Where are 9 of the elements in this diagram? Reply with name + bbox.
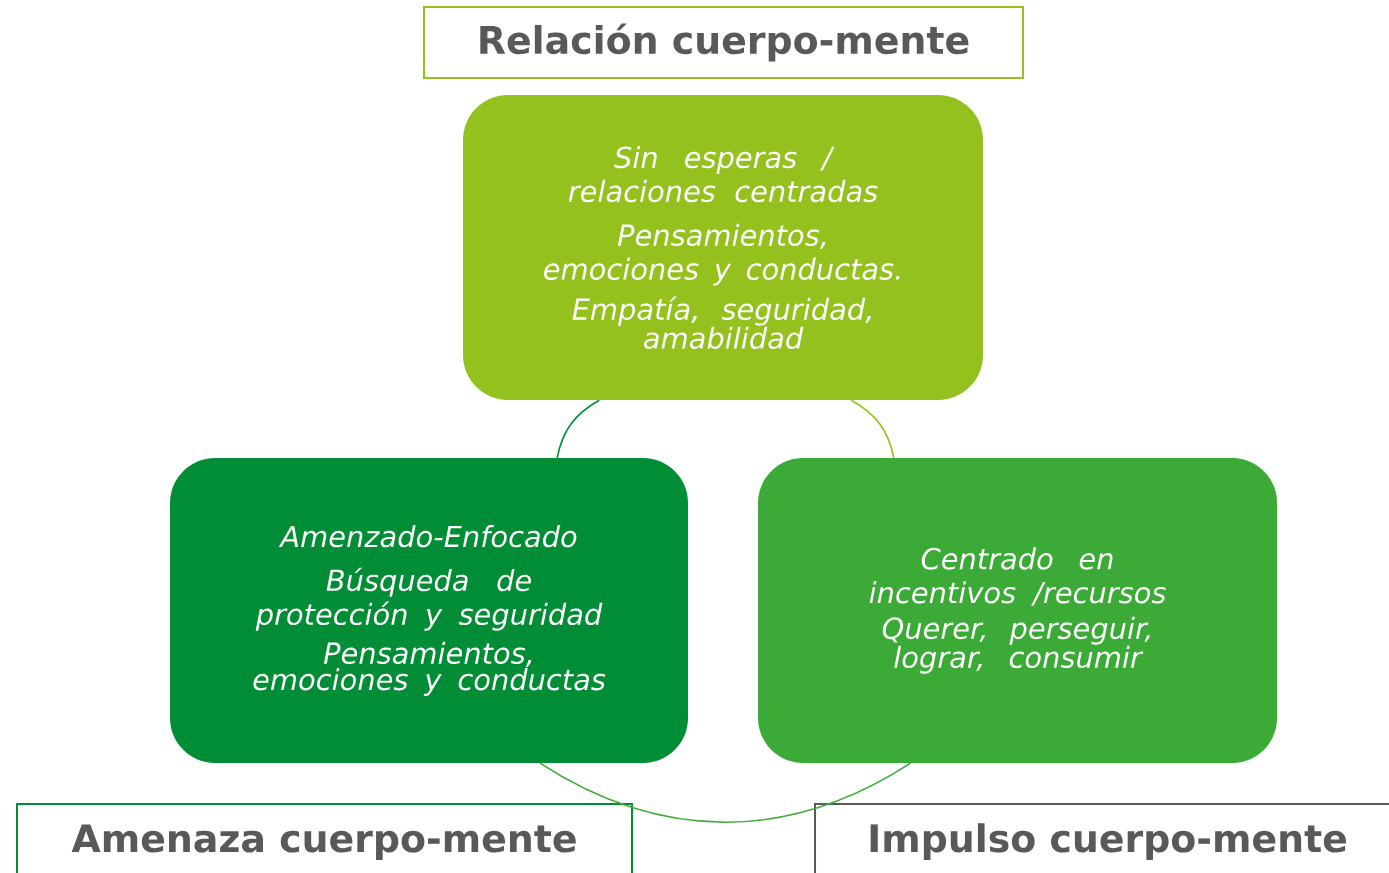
title-box: Impulso cuerpo-mente (814, 803, 1389, 873)
rounded-box: Amenzado-Enfocado Búsqueda de protección y seguridad Pensamientos, emociones y conductas (170, 458, 688, 763)
connector-arc (556, 399, 601, 459)
title-box: Relación cuerpo-mente (423, 6, 1024, 79)
title-box: Amenaza cuerpo-mente (16, 803, 633, 873)
rounded-box: Centrado en incentivos /recursos Querer, perseguir, lograr, consumir (758, 458, 1277, 763)
rounded-box: Sin esperas / relaciones centradas Pensamientos, emociones y conductas. Empatía, seguridad, amabilidad (463, 95, 983, 400)
connector-arc (850, 399, 895, 459)
connector-arc (539, 762, 912, 824)
